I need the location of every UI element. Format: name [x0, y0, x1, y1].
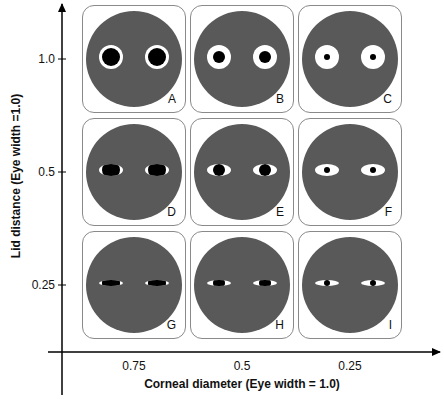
face-disc — [194, 124, 290, 220]
eye-opening — [315, 280, 339, 286]
face-disc — [302, 124, 398, 220]
face-disc — [86, 237, 182, 333]
eye-panel: C — [298, 5, 402, 113]
cornea — [324, 167, 330, 173]
y-tick-label: 0.25 — [32, 279, 55, 291]
cornea — [370, 54, 376, 60]
cornea — [148, 274, 166, 292]
eye-panel: A — [82, 5, 186, 113]
panel-letter: G — [167, 319, 176, 331]
x-axis-title: Corneal diameter (Eye width = 1.0) — [144, 378, 340, 390]
eye-opening — [361, 280, 385, 286]
cornea — [213, 51, 225, 63]
face-illustration — [299, 232, 401, 338]
panel-letter: D — [167, 206, 176, 218]
face-disc — [194, 237, 290, 333]
eye-opening — [253, 164, 277, 176]
cornea — [259, 277, 271, 289]
cornea — [102, 48, 120, 66]
eye-panel: H — [190, 231, 294, 339]
x-axis — [48, 351, 440, 353]
x-tick-label: 0.25 — [338, 360, 361, 372]
cornea — [148, 161, 166, 179]
cornea — [213, 164, 225, 176]
eye-panel: E — [190, 118, 294, 226]
eye-opening — [207, 164, 231, 176]
panel-letter: F — [385, 206, 392, 218]
face-disc — [86, 11, 182, 107]
cornea — [370, 280, 376, 286]
tick — [58, 59, 66, 60]
cornea — [370, 167, 376, 173]
eye-opening — [315, 45, 339, 69]
x-tick-label: 0.5 — [234, 360, 251, 372]
panel-letter: H — [275, 319, 284, 331]
tick — [58, 285, 66, 286]
cornea — [324, 280, 330, 286]
panel-letter: I — [389, 319, 392, 331]
eye-panel: D — [82, 118, 186, 226]
cornea — [102, 274, 120, 292]
eye-opening — [315, 164, 339, 176]
cornea — [324, 54, 330, 60]
eye-opening — [207, 45, 231, 69]
y-tick-label: 0.5 — [38, 166, 55, 178]
face-disc — [194, 11, 290, 107]
eye-panel: I — [298, 231, 402, 339]
face-disc — [86, 124, 182, 220]
cornea — [213, 277, 225, 289]
eye-opening — [145, 45, 169, 69]
cornea — [259, 51, 271, 63]
eye-panel: B — [190, 5, 294, 113]
cornea — [259, 164, 271, 176]
tick — [58, 172, 66, 173]
face-disc — [302, 237, 398, 333]
y-axis-title: Lid distance (Eye width =1.0) — [10, 94, 22, 258]
eye-opening — [99, 45, 123, 69]
cornea — [148, 48, 166, 66]
panel-letter: E — [276, 206, 284, 218]
x-tick-label: 0.75 — [122, 360, 145, 372]
panel-letter: C — [383, 93, 392, 105]
eye-opening — [361, 164, 385, 176]
y-axis — [61, 4, 63, 395]
eye-opening — [253, 45, 277, 69]
y-tick-label: 1.0 — [38, 53, 55, 65]
eye-panel: F — [298, 118, 402, 226]
cornea — [102, 161, 120, 179]
eye-opening — [361, 45, 385, 69]
eye-panel: G — [82, 231, 186, 339]
face-disc — [302, 11, 398, 107]
panel-letter: A — [168, 93, 176, 105]
panel-letter: B — [276, 93, 284, 105]
